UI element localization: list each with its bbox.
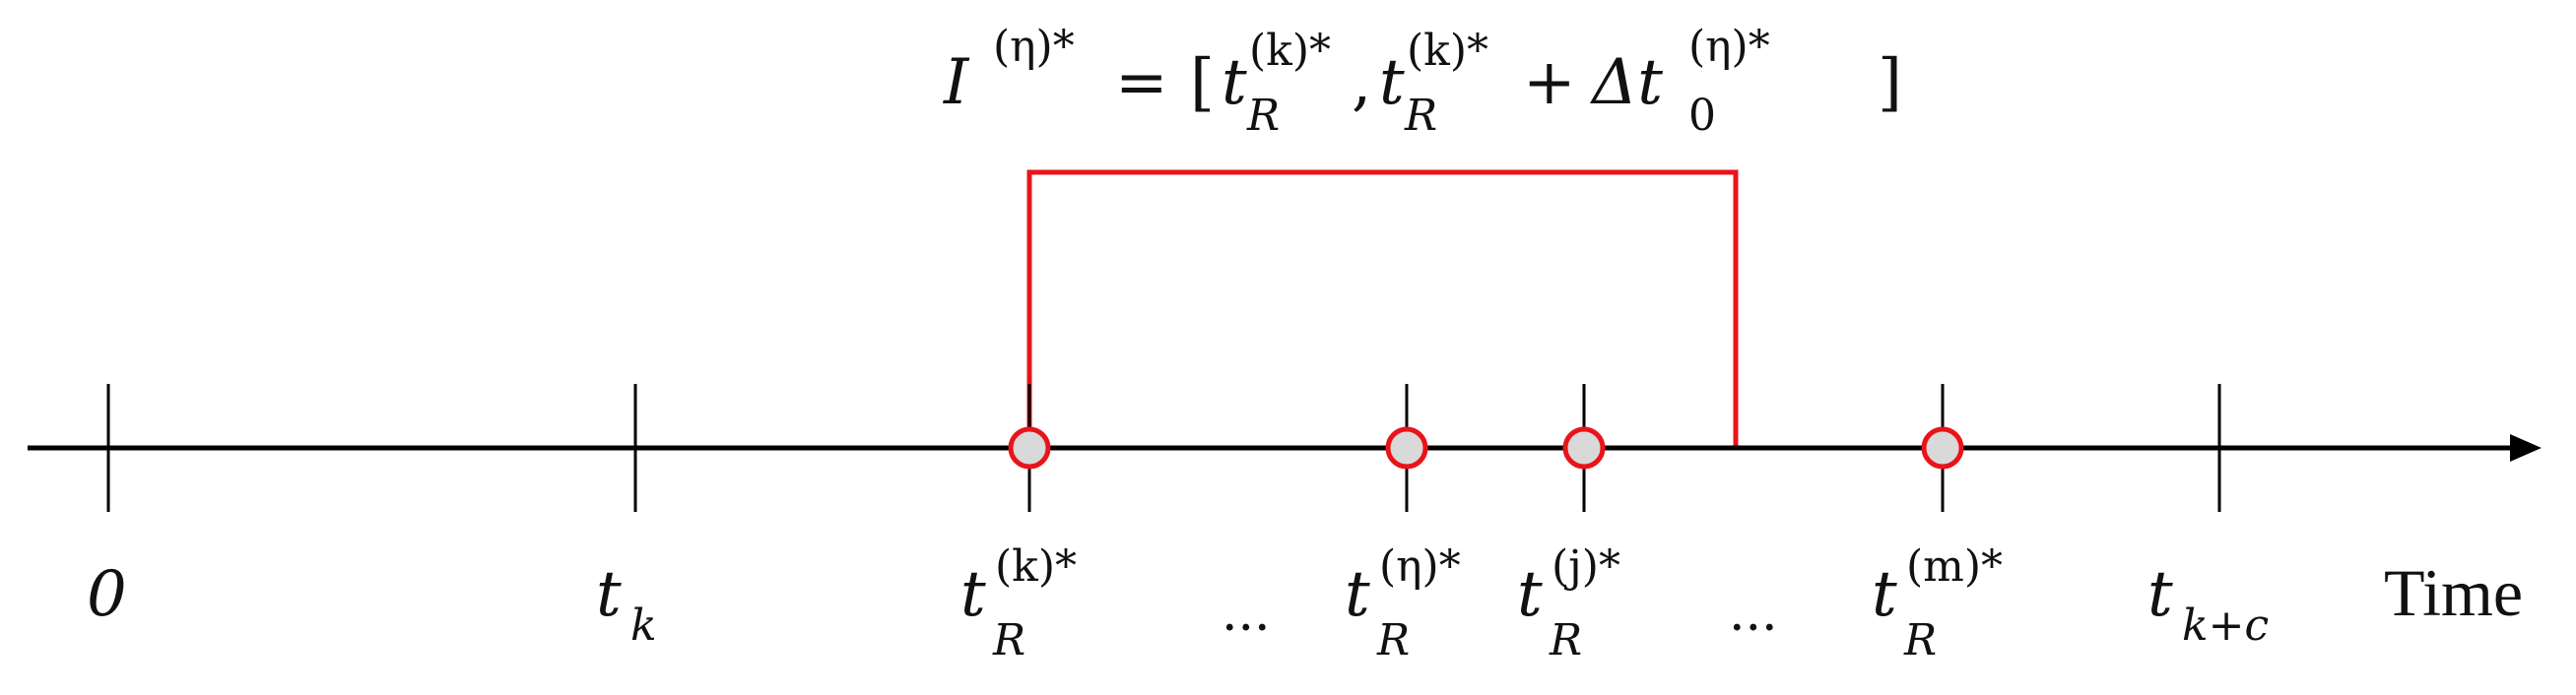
label-tRj-subscript: R [1549, 615, 1582, 665]
label-tRk-base: t [960, 558, 986, 631]
interval-formula: I (η)* = [ t (k)* R , t (k)* R + Δt (η)*… [943, 22, 1902, 141]
label-tReta-superscript: (η)* [1379, 541, 1461, 592]
event-marker-j [1562, 426, 1606, 470]
label-tRm-superscript: (m)* [1906, 541, 2003, 592]
formula-I: I [943, 46, 970, 119]
formula-open-bracket: [ [1190, 46, 1215, 119]
label-tRk-subscript: R [992, 615, 1025, 665]
label-tkc: t k+c [2147, 558, 2269, 651]
event-marker-eta [1385, 426, 1428, 470]
label-tk-base: t [596, 558, 622, 631]
formula-comma: , [1352, 46, 1371, 119]
formula-delta-superscript: (η)* [1688, 22, 1770, 72]
label-tRk-superscript: (k)* [995, 541, 1077, 592]
formula-t1-superscript: (k)* [1249, 26, 1331, 76]
formula-t2-superscript: (k)* [1407, 26, 1488, 76]
label-tk-subscript: k [630, 600, 657, 651]
label-tk: t k [596, 558, 657, 651]
axis-time-label: Time [2384, 555, 2523, 630]
label-tRj: t (j)* R [1517, 541, 1620, 665]
time-axis-arrowhead [2510, 434, 2542, 462]
label-tRj-base: t [1517, 558, 1543, 631]
label-tReta: t (η)* R [1345, 541, 1461, 665]
interval-bracket [1026, 169, 1739, 448]
formula-equals: = [1115, 46, 1168, 119]
label-tRj-superscript: (j)* [1552, 541, 1620, 592]
label-zero: 0 [87, 558, 127, 631]
label-tReta-subscript: R [1376, 615, 1410, 665]
event-marker-k [1008, 426, 1051, 470]
label-tkc-base: t [2147, 558, 2173, 631]
formula-t2-subscript: R [1404, 91, 1437, 141]
label-ellipsis-1: ... [1222, 584, 1271, 643]
formula-t1-subscript: R [1246, 91, 1280, 141]
label-tRm-subscript: R [1903, 615, 1937, 665]
formula-close-bracket: ] [1878, 46, 1902, 119]
formula-delta-subscript: 0 [1688, 91, 1716, 141]
label-tReta-base: t [1345, 558, 1370, 631]
event-marker-m [1921, 426, 1964, 470]
label-tRm-base: t [1872, 558, 1897, 631]
label-tRk: t (k)* R [960, 541, 1077, 665]
label-tkc-subscript: k+c [2182, 600, 2269, 651]
formula-t2: t [1379, 46, 1405, 119]
formula-delta-t: Δt [1589, 46, 1663, 119]
formula-plus: + [1523, 46, 1576, 119]
label-ellipsis-2: ... [1729, 584, 1778, 643]
label-tRm: t (m)* R [1872, 541, 2003, 665]
formula-t1: t [1222, 46, 1247, 119]
formula-I-superscript: (η)* [993, 22, 1075, 72]
